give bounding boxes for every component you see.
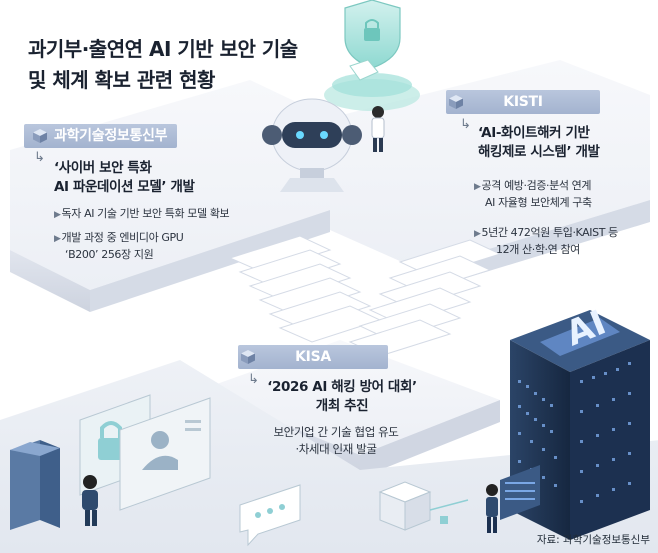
- robot-icon: [262, 98, 362, 192]
- kisa-headline: ‘2026 AI 해킹 방어 대회’ 개최 추진: [262, 378, 422, 416]
- msit-bullet-2-line2: ‘B200’ 256장 지원: [65, 248, 154, 261]
- kisti-bullet-2-line2: 12개 산·학·연 참여: [496, 243, 580, 256]
- cube-icon: [241, 350, 255, 364]
- cube-icon: [33, 129, 47, 143]
- stairs-left: [228, 235, 382, 343]
- laptop-person-icon: [82, 475, 98, 526]
- msit-bullet-1: ▶독자 AI 기술 기반 보안 특화 모델 확보: [54, 206, 230, 223]
- server-rack-left: [10, 440, 60, 530]
- engineer-icon: [486, 465, 540, 533]
- msit-headline-line2: AI 파운데이션 모델’ 개발: [54, 179, 195, 195]
- arrow-right-icon: ▶: [54, 234, 61, 244]
- kisti-headline-line2: 해킹제로 시스템’ 개발: [478, 144, 600, 160]
- arrow-right-icon: ▶: [474, 182, 481, 192]
- kisti-headline: ‘AI-화이트해커 기반 해킹제로 시스템’ 개발: [478, 124, 600, 162]
- badge-msit-label: 과학기술정보통신부: [54, 128, 168, 144]
- msit-bullet-2-line1: 개발 과정 중 엔비디아 GPU: [61, 231, 184, 244]
- kisa-headline-line2: 개최 추진: [315, 398, 369, 414]
- cube-cluster-icon: [378, 481, 469, 531]
- chat-bubble-icon: [239, 484, 301, 547]
- badge-msit: 과학기술정보통신부: [24, 124, 178, 148]
- kisti-bullet-2-line1: 5년간 472억원 투입·KAIST 등: [481, 226, 619, 239]
- title-line1: 과기부·출연연 AI 기반 보안 기술: [28, 37, 298, 61]
- msit-bullet-1-text: 독자 AI 기술 기반 보안 특화 모델 확보: [61, 207, 230, 220]
- msit-headline-line1: ‘사이버 보안 특화: [54, 160, 152, 176]
- page-title: 과기부·출연연 AI 기반 보안 기술 및 체계 확보 관련 현황: [28, 34, 298, 96]
- badge-kisti-label: KISTI: [503, 94, 543, 110]
- kisa-body-line1: 보안기업 간 기술 협업 유도: [273, 425, 399, 439]
- source-note: 자료: 과학기술정보통신부: [536, 534, 650, 546]
- kisa-headline-line1: ‘2026 AI 해킹 방어 대회’: [267, 379, 417, 395]
- arrow-right-icon: ▶: [54, 210, 61, 220]
- msit-bullet-2: ▶개발 과정 중 엔비디아 GPU ‘B200’ 256장 지원: [54, 230, 184, 263]
- title-line2: 및 체계 확보 관련 현황: [28, 68, 215, 92]
- corner-arrow-icon: ↳: [460, 117, 471, 132]
- cube-icon: [449, 95, 463, 109]
- person-icon: [371, 106, 385, 152]
- corner-arrow-icon: ↳: [248, 372, 259, 387]
- kisa-body-line2: ·차세대 인재 발굴: [295, 442, 377, 456]
- arrow-right-icon: ▶: [474, 229, 481, 239]
- badge-kisti: KISTI: [446, 90, 600, 114]
- badge-kisa-label: KISA: [295, 349, 331, 365]
- badge-kisa: KISA: [238, 345, 388, 369]
- profile-panel-icon: [119, 397, 211, 511]
- kisti-headline-line1: ‘AI-화이트해커 기반: [478, 125, 590, 141]
- corner-arrow-icon: ↳: [34, 150, 45, 165]
- shield-hologram: [324, 0, 420, 111]
- kisa-body: 보안기업 간 기술 협업 유도 ·차세대 인재 발굴: [246, 424, 426, 458]
- kisti-bullet-1-line1: 공격 예방·검증·분석 연계: [481, 179, 592, 192]
- kisti-bullet-1-line2: AI 자율형 보안체계 구축: [485, 196, 592, 209]
- kisti-bullet-2: ▶5년간 472억원 투입·KAIST 등 12개 산·학·연 참여: [474, 225, 618, 258]
- msit-headline: ‘사이버 보안 특화 AI 파운데이션 모델’ 개발: [54, 159, 195, 197]
- kisti-bullet-1: ▶공격 예방·검증·분석 연계 AI 자율형 보안체계 구축: [474, 178, 592, 211]
